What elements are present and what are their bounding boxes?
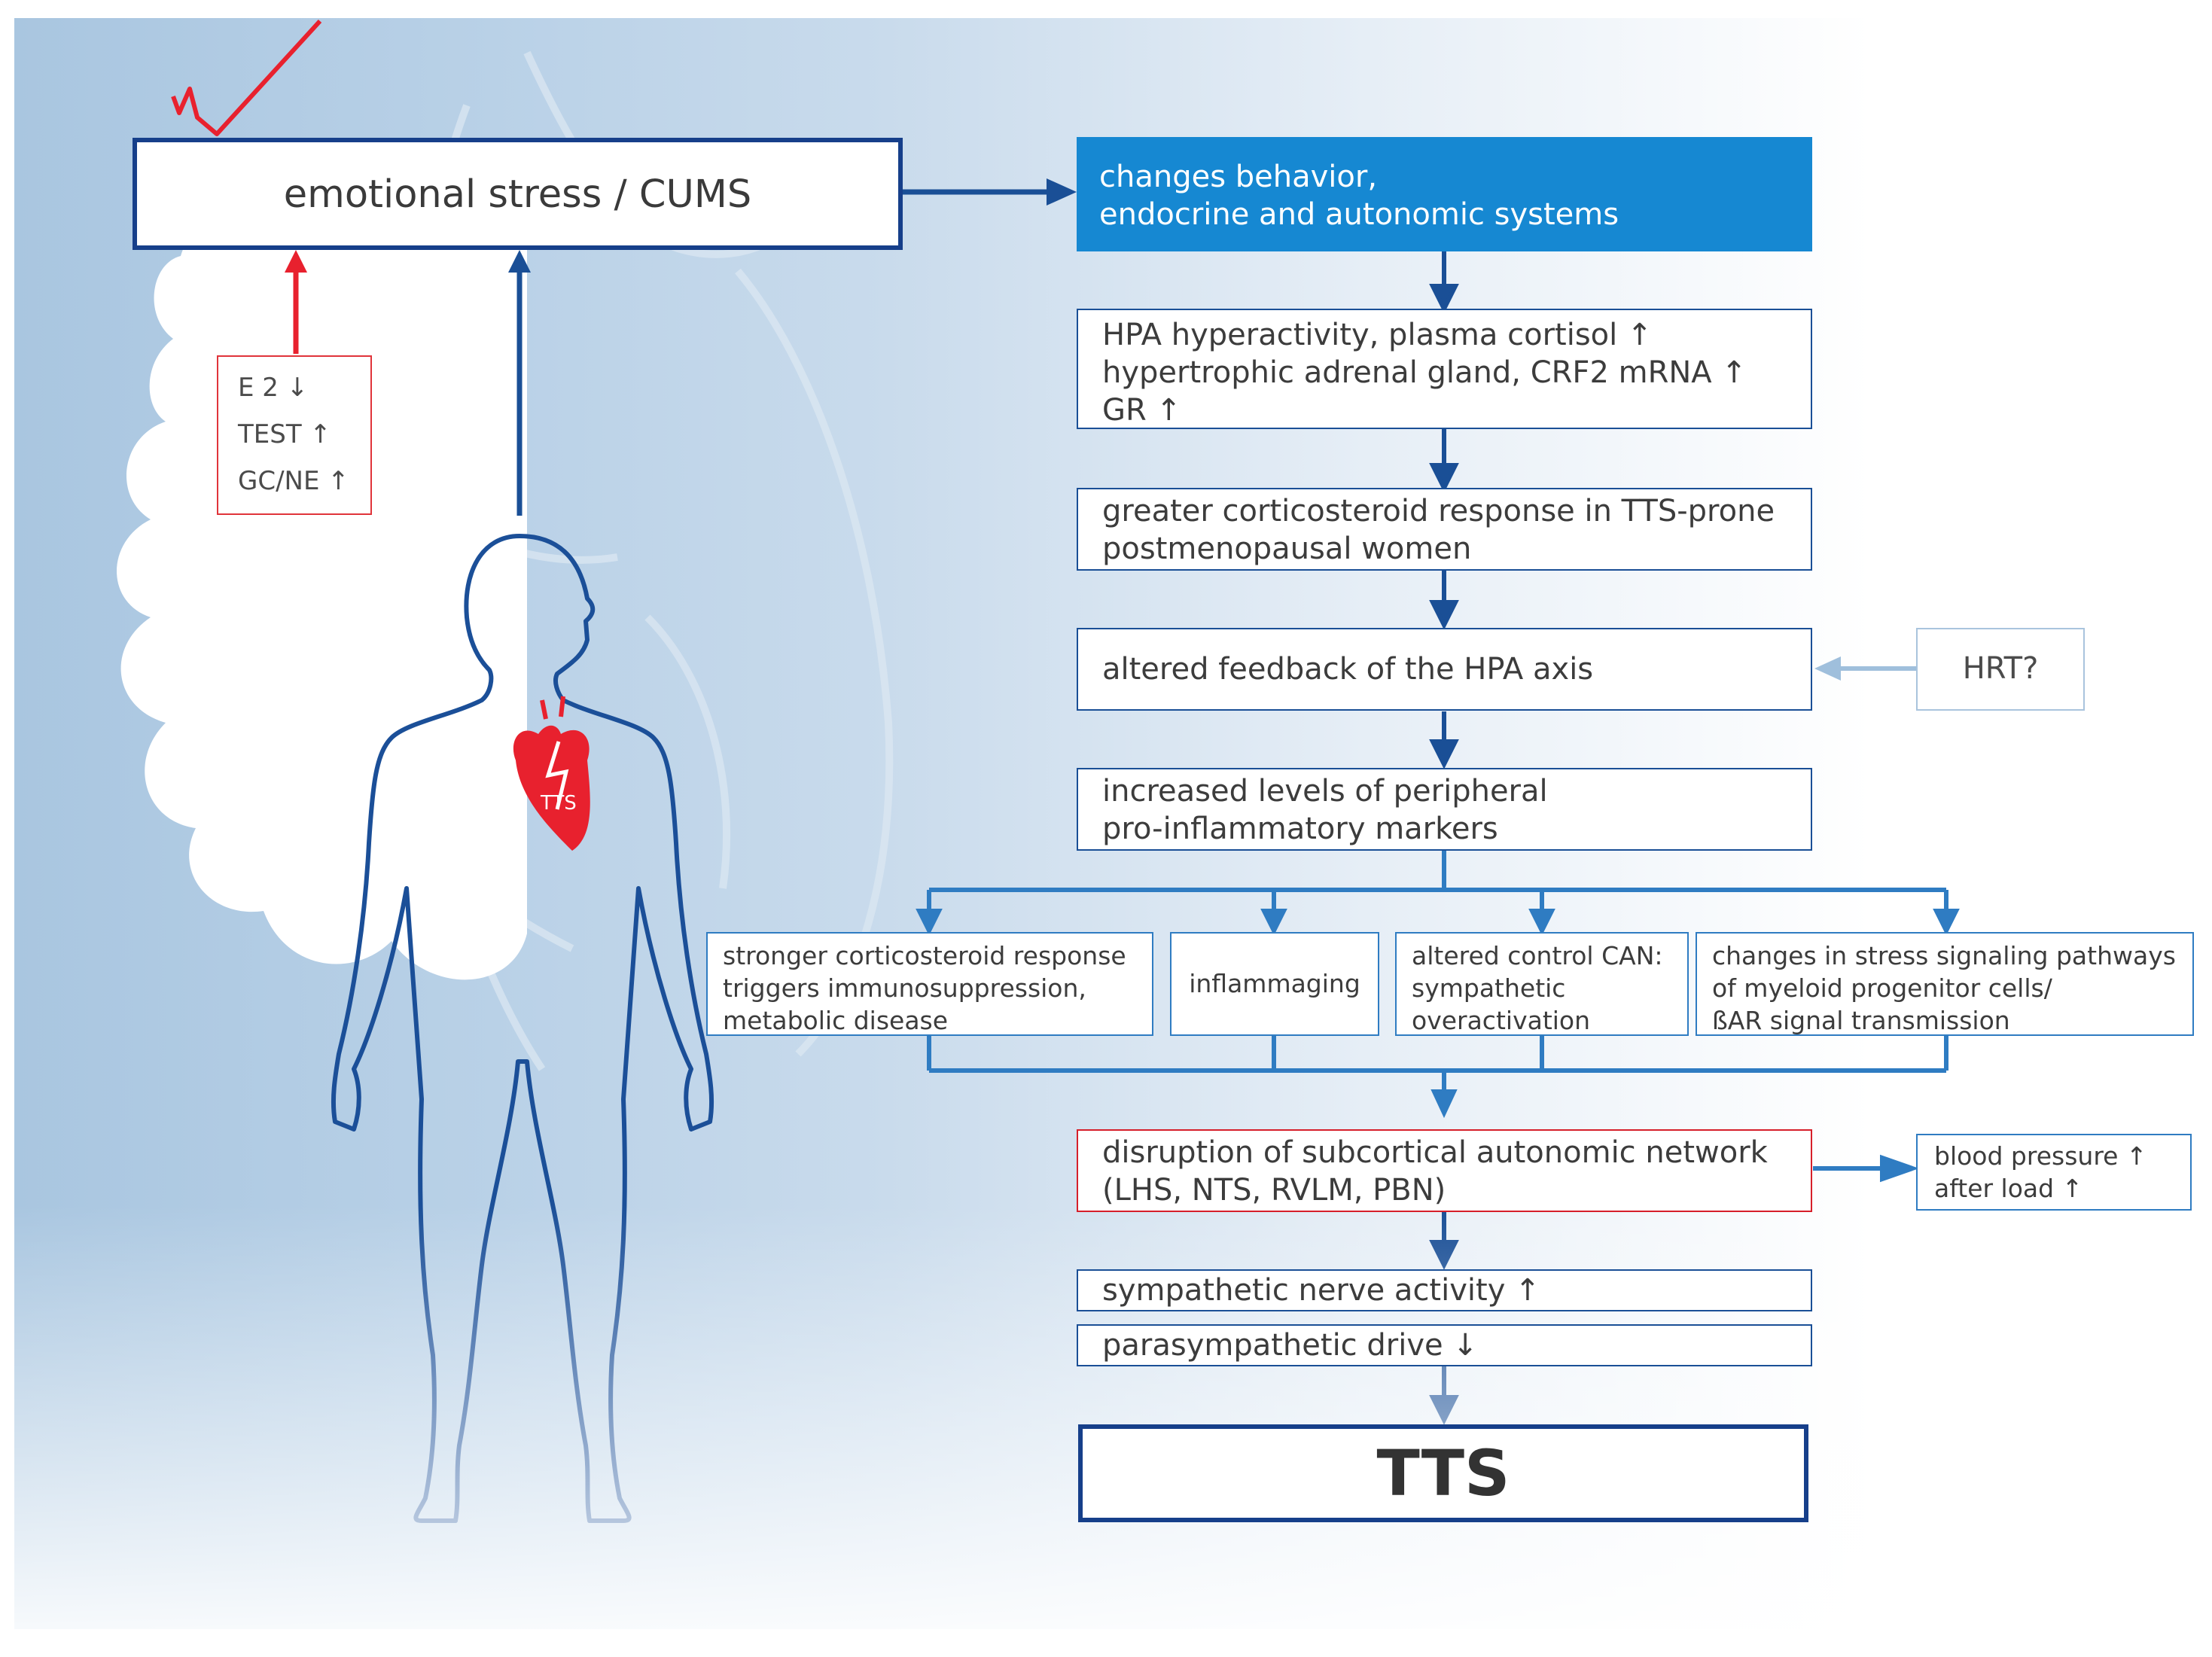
heart-icon [513,696,590,851]
emotional-stress-box: emotional stress / CUMS [133,138,903,250]
background-fade [14,1205,2198,1629]
branch-1-line-3: metabolic disease [723,1006,949,1035]
tts-result-box: TTS [1078,1424,1808,1522]
hormone-test: TEST ↑ [238,419,331,449]
branch-2-line-1: inflammaging [1189,969,1360,998]
hpa-line-2: hypertrophic adrenal gland, CRF2 mRNA ↑ [1102,355,1747,390]
red-arrow-head [285,250,307,273]
hpa-line-1: HPA hyperactivity, plasma cortisol ↑ [1102,318,1653,352]
markers-line-1: increased levels of peripheral [1102,774,1548,809]
markers-box: increased levels of peripheral pro-infla… [1077,768,1812,851]
disruption-box: disruption of subcortical autonomic netw… [1077,1129,1812,1212]
feedback-box: altered feedback of the HPA axis [1077,628,1812,711]
blood-pressure-box: blood pressure ↑ after load ↑ [1916,1134,2192,1211]
sympathetic-box: sympathetic nerve activity ↑ [1077,1269,1812,1311]
hrt-box: HRT? [1916,628,2085,711]
branch-3-line-1: altered control CAN: [1412,941,1663,970]
changes-box: changes behavior, endocrine and autonomi… [1077,137,1812,251]
lightning-icon [171,19,322,136]
blood-pressure-line-2: after load ↑ [1934,1174,2083,1203]
heart-label: TTS [540,792,577,815]
figure-arrow-head [508,250,531,273]
disruption-line-2: (LHS, NTS, RVLM, PBN) [1102,1173,1446,1208]
branch-4-line-3: ßAR signal transmission [1712,1006,2010,1035]
emotional-stress-label: emotional stress / CUMS [283,172,752,217]
branch-4-line-1: changes in stress signaling pathways [1712,941,2176,970]
branch-3-line-3: overactivation [1412,1006,1591,1035]
branch-1-line-1: stronger corticosteroid response [723,941,1126,970]
feedback-line: altered feedback of the HPA axis [1102,652,1594,687]
hormone-box: E 2 ↓ TEST ↑ GC/NE ↑ [217,355,372,515]
tts-result-label: TTS [1376,1436,1510,1510]
corticosteroid-line-2: postmenopausal women [1102,532,1472,566]
hpa-line-3: GR ↑ [1102,393,1182,428]
parasympathetic-box: parasympathetic drive ↓ [1077,1324,1812,1366]
branch-arrows [916,849,1960,1183]
hormone-gc-ne: GC/NE ↑ [238,466,349,496]
changes-line-1: changes behavior, [1099,160,1378,194]
human-figure-icon [331,534,714,1523]
branch-1-line-2: triggers immunosuppression, [723,973,1086,1003]
corticosteroid-line-1: greater corticosteroid response in TTS-p… [1102,494,1775,528]
branch-4-line-2: of myeloid progenitor cells/ [1712,973,2052,1003]
branch-box-immunosuppression: stronger corticosteroid response trigger… [706,932,1153,1036]
corticosteroid-box: greater corticosteroid response in TTS-p… [1077,488,1812,571]
branch-3-line-2: sympathetic [1412,973,1566,1003]
parasympathetic-line: parasympathetic drive ↓ [1102,1328,1478,1363]
branch-box-myeloid: changes in stress signaling pathways of … [1696,932,2194,1036]
hrt-label: HRT? [1962,651,2039,686]
blood-pressure-line-1: blood pressure ↑ [1934,1141,2147,1171]
sympathetic-line: sympathetic nerve activity ↑ [1102,1273,1540,1308]
changes-line-2: endocrine and autonomic systems [1099,197,1619,232]
hormone-e2: E 2 ↓ [238,373,309,403]
branch-box-inflammaging: inflammaging [1170,932,1379,1036]
markers-line-2: pro-inflammatory markers [1102,812,1498,846]
branch-box-can: altered control CAN: sympathetic overact… [1395,932,1689,1036]
disruption-line-1: disruption of subcortical autonomic netw… [1102,1135,1768,1170]
hpa-box: HPA hyperactivity, plasma cortisol ↑ hyp… [1077,309,1812,429]
